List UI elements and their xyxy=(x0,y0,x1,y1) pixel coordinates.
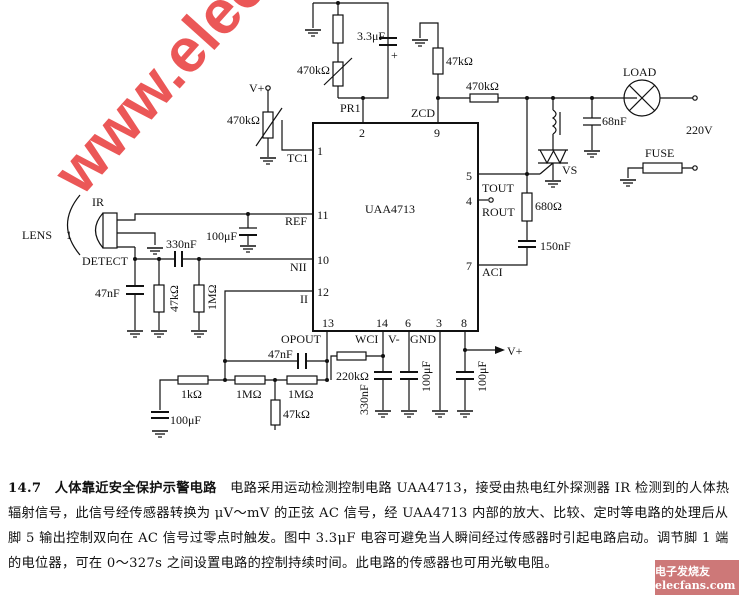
pot-470k-top-label: 470kΩ xyxy=(297,63,330,77)
pin-7: 7 xyxy=(466,259,472,273)
fuse-icon xyxy=(642,162,683,174)
pin-10: 10 xyxy=(317,253,329,267)
site-logo: 电子发烧友 elecfans.com xyxy=(655,560,739,595)
lens-number: 1 xyxy=(66,228,72,242)
pin-12: 12 xyxy=(317,285,329,299)
resistor-470k xyxy=(469,93,499,103)
vplus-right-label: V+ xyxy=(507,344,523,358)
pin-name-pr1: PR1 xyxy=(340,101,361,115)
resistor-1m-b xyxy=(286,375,318,385)
r-1k-label: 1kΩ xyxy=(181,387,202,401)
pin-name-rout: ROUT xyxy=(482,205,515,219)
pin-name-nii: NII xyxy=(290,260,307,274)
cap-100u-8-label: 100μF xyxy=(475,361,489,392)
pin-11: 11 xyxy=(317,208,329,222)
load-label: LOAD xyxy=(623,65,657,79)
resistor-220k xyxy=(336,351,367,361)
cap-47n-fb-label: 47nF xyxy=(268,347,293,361)
resistor-top xyxy=(332,14,344,44)
cap-100u-ref-label: 100μF xyxy=(206,229,237,243)
pin-1: 1 xyxy=(317,144,323,158)
lens-label: LENS xyxy=(22,228,52,242)
vplus-left-label: V+ xyxy=(249,81,265,95)
cap-68n-label: 68nF xyxy=(602,114,627,128)
triac-icon xyxy=(538,149,568,180)
pin-13: 13 xyxy=(322,316,334,330)
pin-name-zcd: ZCD xyxy=(411,106,435,120)
detect-label: DETECT xyxy=(82,254,129,268)
caption-body: 电路采用运动检测控制电路 UAA4713，接受由热电红外探测器 IR 检测到的人… xyxy=(8,481,730,571)
fuse-label: FUSE xyxy=(645,146,674,160)
r-1m-a-label: 1MΩ xyxy=(236,387,262,401)
pin-name-ii: II xyxy=(300,292,308,306)
circuit-schematic: UAA4713 1 2 9 5 4 7 11 10 12 13 14 6 3 8… xyxy=(22,1,713,438)
resistor-1k xyxy=(177,375,209,385)
cap-47n-label: 47nF xyxy=(95,286,120,300)
ic-label: UAA4713 xyxy=(365,202,415,216)
resistor-47k-zcd xyxy=(432,47,444,75)
pin-6: 6 xyxy=(405,316,411,330)
potentiometer-470k-left xyxy=(262,111,274,139)
pin-name-tc1: TC1 xyxy=(287,151,308,165)
pin-name-wci: WCI xyxy=(355,332,378,346)
resistor-1m-a xyxy=(234,375,266,385)
r-1m-b-label: 1MΩ xyxy=(288,387,314,401)
pin-name-ref: REF xyxy=(285,214,307,228)
cap-330n-label: 330nF xyxy=(166,237,197,251)
pin-name-gnd: GND xyxy=(410,332,436,346)
pin-2: 2 xyxy=(359,126,365,140)
terminal-icon xyxy=(692,95,698,101)
cap-150n-label: 150nF xyxy=(540,239,571,253)
caption-title: 14.7 人体靠近安全保护示警电路 xyxy=(8,481,217,496)
cap-100u-6-label: 100μF xyxy=(419,361,433,392)
potentiometer-470k-top xyxy=(332,61,344,87)
r-1m-label: 1MΩ xyxy=(205,284,219,310)
r-220k-label: 220kΩ xyxy=(336,369,369,383)
lamp-load-icon xyxy=(623,79,661,117)
pin-name-opout: OPOUT xyxy=(281,332,322,346)
ic-uaa4713 xyxy=(312,122,479,332)
r-470k-label: 470kΩ xyxy=(466,79,499,93)
pin-3: 3 xyxy=(436,316,442,330)
pin-5: 5 xyxy=(466,169,472,183)
r-47k-label: 47kΩ xyxy=(167,285,181,312)
pot-470k-left-label: 470kΩ xyxy=(227,113,260,127)
pin-9: 9 xyxy=(434,126,440,140)
r-47k-b-label: 47kΩ xyxy=(283,407,310,421)
pin-8: 8 xyxy=(461,316,467,330)
resistor-47k xyxy=(153,284,165,313)
r-680-label: 680Ω xyxy=(535,199,562,213)
resistor-680 xyxy=(521,192,533,222)
pin-14: 14 xyxy=(376,316,388,330)
arrow-icon xyxy=(495,346,505,354)
pin-name-vminus: V- xyxy=(388,332,400,346)
triac-label: VS xyxy=(562,163,577,177)
cap-330n-b-label: 330nF xyxy=(357,384,371,415)
ir-label: IR xyxy=(92,195,104,209)
pin-name-aci: ACI xyxy=(482,265,503,279)
cap-3u3-label: 3.3μF xyxy=(357,29,385,43)
resistor-1m xyxy=(193,284,205,313)
figure-caption: 14.7 人体靠近安全保护示警电路 电路采用运动检测控制电路 UAA4713，接… xyxy=(8,476,734,576)
cap-100u-b-label: 100μF xyxy=(170,413,201,427)
pin-name-tout: TOUT xyxy=(482,181,514,195)
r-47k-zcd-label: 47kΩ xyxy=(446,54,473,68)
resistor-47k-b xyxy=(270,399,281,426)
v220-label: 220V xyxy=(686,123,713,137)
plus-sign: + xyxy=(391,48,398,62)
pin-4: 4 xyxy=(466,194,472,208)
ir-sensor-icon xyxy=(67,194,313,256)
